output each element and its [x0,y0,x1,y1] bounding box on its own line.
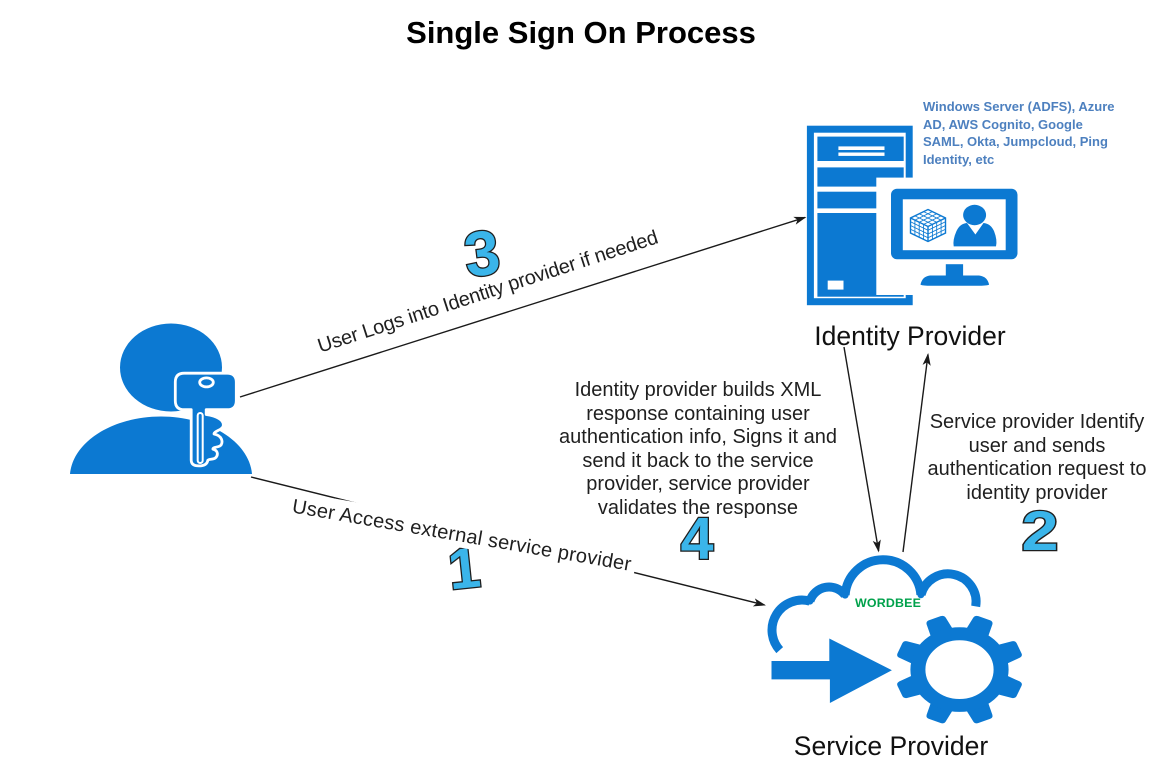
svg-text:2: 2 [1022,499,1059,562]
svg-text:3: 3 [460,217,503,291]
svg-text:4: 4 [681,506,714,572]
